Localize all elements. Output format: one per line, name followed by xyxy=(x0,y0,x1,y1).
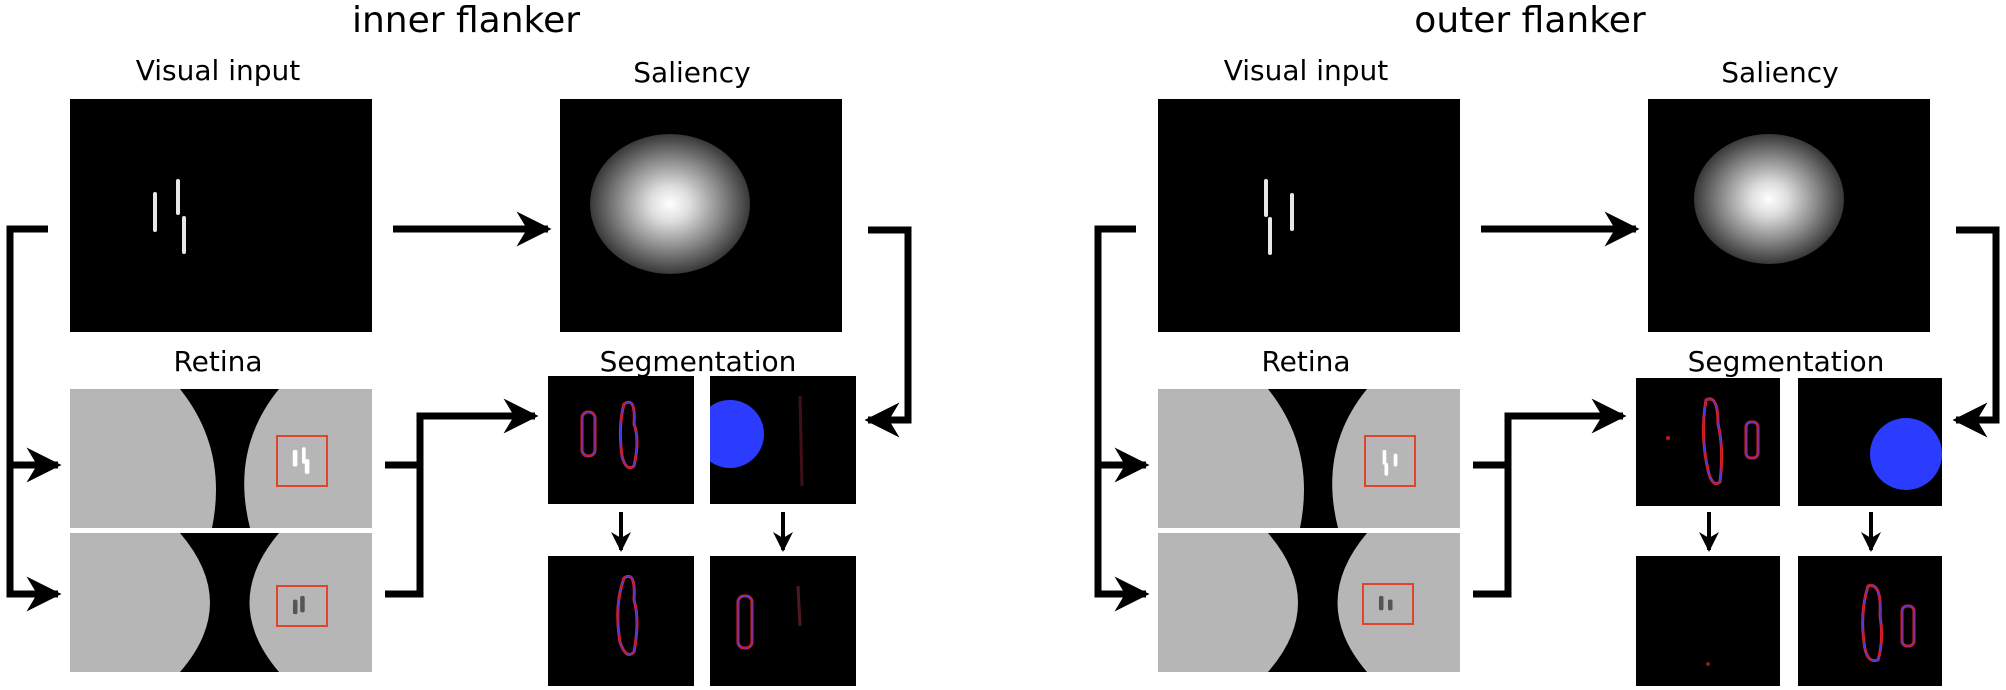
panel-title: outer flanker xyxy=(1414,0,1646,41)
retina-highlight-box xyxy=(1362,583,1414,625)
arrow-to-segmentation xyxy=(385,416,535,598)
retina-image xyxy=(70,389,372,528)
retina-image xyxy=(1158,389,1460,528)
segmentation-image xyxy=(710,376,856,504)
visual-input-label: Visual input xyxy=(135,54,301,87)
arrow-to-retina xyxy=(6,465,62,612)
retina-highlight-box xyxy=(1364,435,1416,487)
retina-highlight-box xyxy=(276,585,328,627)
segmentation-label: Segmentation xyxy=(599,345,797,378)
arrow-to-retina xyxy=(1094,225,1150,483)
arrow-to-retina xyxy=(6,225,62,483)
retina-label: Retina xyxy=(173,345,263,378)
segmentation-image xyxy=(548,376,694,504)
visual-input-label: Visual input xyxy=(1223,54,1389,87)
visual-input-image xyxy=(70,99,372,332)
arrow-saliency-to-segmentation xyxy=(1952,226,2000,438)
retina-image xyxy=(70,533,372,672)
segmentation-image xyxy=(1798,556,1942,686)
arrow-to-segmentation xyxy=(1473,416,1623,598)
saliency-map xyxy=(1648,99,1930,332)
arrow-saliency-to-segmentation xyxy=(864,226,912,438)
retina-label: Retina xyxy=(1261,345,1351,378)
segmentation-image xyxy=(710,556,856,686)
saliency-label: Saliency xyxy=(1721,56,1839,89)
retina-highlight-box xyxy=(276,435,328,487)
panel-title: inner flanker xyxy=(351,0,581,41)
saliency-label: Saliency xyxy=(633,56,751,89)
saliency-map xyxy=(560,99,842,332)
arrow-to-retina xyxy=(1094,465,1150,612)
segmentation-label: Segmentation xyxy=(1687,345,1885,378)
visual-input-image xyxy=(1158,99,1460,332)
segmentation-image xyxy=(1636,378,1780,506)
segmentation-image xyxy=(1798,378,1942,506)
segmentation-image xyxy=(1636,556,1780,686)
retina-image xyxy=(1158,533,1460,672)
segmentation-image xyxy=(548,556,694,686)
